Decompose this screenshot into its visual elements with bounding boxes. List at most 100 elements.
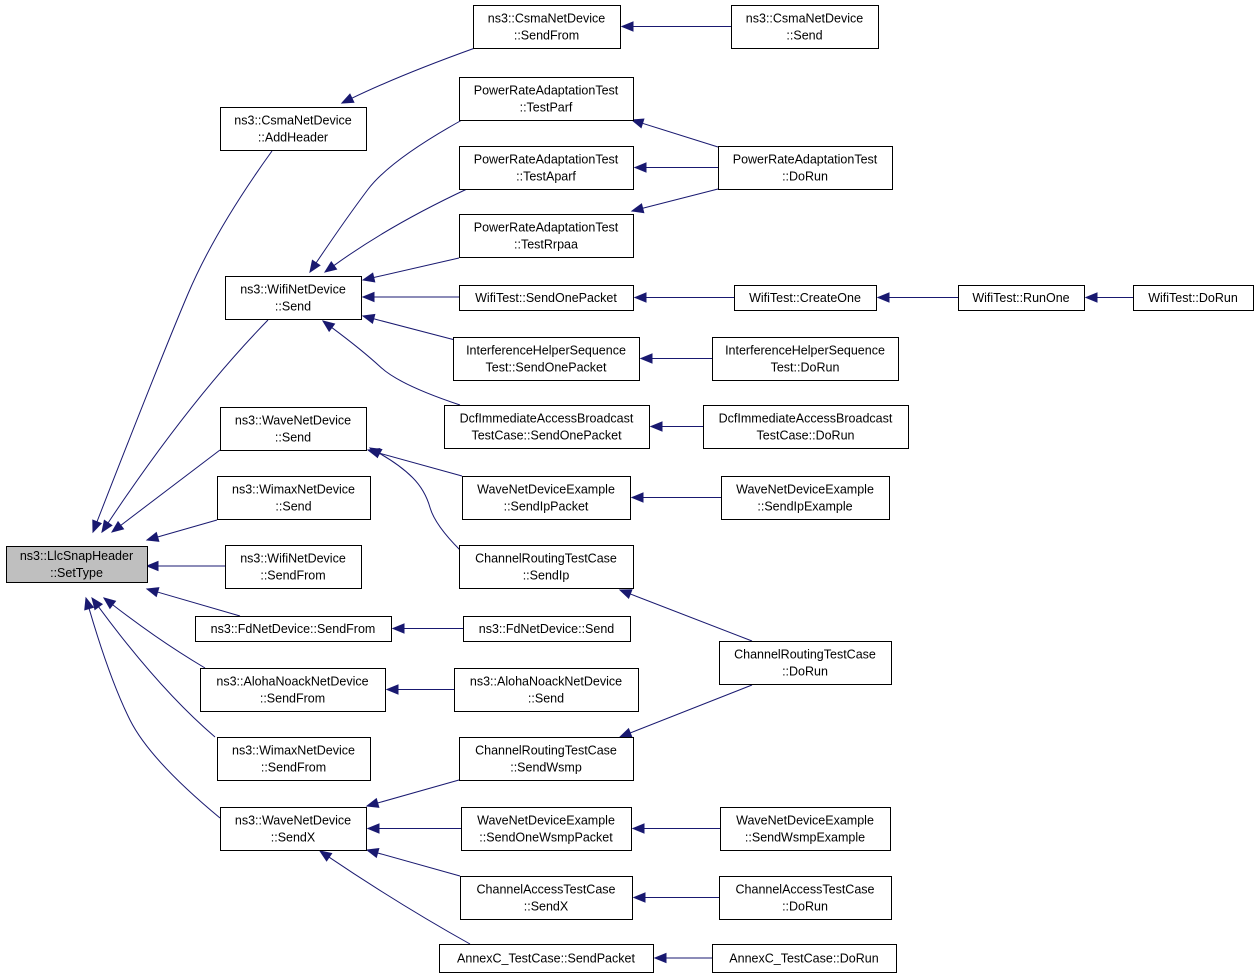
node-dcf-send[interactable]: DcfImmediateAccessBroadcastTestCase::Sen… [444,405,650,449]
node-box [444,405,650,449]
node-label-line: ::Send [275,500,311,514]
node-label-line: ns3::FdNetDevice::Send [479,622,615,636]
node-prat-dorun[interactable]: PowerRateAdaptationTest::DoRun [718,146,893,190]
node-box [6,546,148,583]
node-label-line: DcfImmediateAccessBroadcast [460,412,634,426]
node-prat-rrpaa[interactable]: PowerRateAdaptationTest::TestRrpaa [459,214,634,258]
node-box [459,77,634,121]
edge-arrowhead [323,261,338,273]
node-label-line: ChannelAccessTestCase [736,883,875,897]
node-wifi-sendfrom[interactable]: ns3::WifiNetDevice::SendFrom [225,545,362,589]
node-wifitest-runone[interactable]: WifiTest::RunOne [958,285,1085,311]
edge-arrowhead [102,597,117,610]
node-label-line: ::Send [786,29,822,43]
node-dcf-dorun[interactable]: DcfImmediateAccessBroadcastTestCase::DoR… [703,405,909,449]
node-label-line: WaveNetDeviceExample [477,483,615,497]
edge-arrowhead [145,531,160,542]
node-csma-addheader[interactable]: ns3::CsmaNetDevice::AddHeader [220,107,367,151]
node-label-line: ns3::CsmaNetDevice [746,12,863,26]
edge-line [112,604,206,669]
node-label-line: ::SendIpPacket [504,500,589,514]
node-crtc-dorun[interactable]: ChannelRoutingTestCase::DoRun [719,641,892,685]
edge-line [373,318,456,341]
node-wnde-sendipex[interactable]: WaveNetDeviceExample::SendIpExample [721,476,890,520]
call-edge-aloha_send-to-aloha_sendfrom [385,684,454,695]
node-label-line: ::SendX [271,831,316,845]
node-label-line: ::Send [275,431,311,445]
edge-line [315,119,463,264]
node-box [225,545,362,589]
node-csma-send[interactable]: ns3::CsmaNetDevice::Send [731,5,879,49]
edge-arrowhead [110,520,125,533]
node-catc-sendx[interactable]: ChannelAccessTestCase::SendX [460,876,633,920]
node-prat-parf[interactable]: PowerRateAdaptationTest::TestParf [459,77,634,121]
node-wifi-send[interactable]: ns3::WifiNetDevice::Send [225,276,362,320]
node-annexc-send[interactable]: AnnexC_TestCase::SendPacket [439,944,654,973]
node-label-line: ::SendFrom [514,29,579,43]
edge-arrowhead [365,797,380,808]
node-label-line: WaveNetDeviceExample [736,814,874,828]
node-box [720,807,891,851]
node-label-line: ::SendOneWsmpPacket [479,831,613,845]
node-box [453,337,640,381]
node-label-line: ::Send [275,300,311,314]
node-crtc-sendip[interactable]: ChannelRoutingTestCase::SendIp [459,545,634,589]
edge-line [157,519,218,538]
call-edge-wifitest_sendone-to-wifi_send [361,291,459,303]
node-llc-settype[interactable]: ns3::LlcSnapHeader::SetType [6,546,148,583]
node-fd-send[interactable]: ns3::FdNetDevice::Send [463,616,631,642]
edge-line [107,319,269,524]
node-wnde-sendwsmp[interactable]: WaveNetDeviceExample::SendOneWsmpPacket [461,807,632,851]
node-aloha-send[interactable]: ns3::AlohaNoackNetDevice::Send [454,668,639,712]
node-label-line: ::SendX [524,900,569,914]
edge-arrowhead [365,848,380,859]
node-box [225,276,362,320]
node-label-line: PowerRateAdaptationTest [474,221,619,235]
edge-line [96,150,273,522]
edge-line [98,606,216,738]
node-wimax-send[interactable]: ns3::WimaxNetDevice::Send [217,476,371,520]
edge-arrowhead [340,93,355,104]
node-catc-dorun[interactable]: ChannelAccessTestCase::DoRun [719,876,892,920]
call-edge-wimax_send-to-llc_settype [145,519,218,542]
node-crtc-sendwsmp[interactable]: ChannelRoutingTestCase::SendWsmp [459,737,634,781]
node-box [721,476,890,520]
node-wnde-sendwsmpex[interactable]: WaveNetDeviceExample::SendWsmpExample [720,807,891,851]
node-label-line: InterferenceHelperSequence [466,344,626,358]
node-box [220,407,367,451]
node-aloha-sendfrom[interactable]: ns3::AlohaNoackNetDevice::SendFrom [200,668,386,712]
node-ihs-send[interactable]: InterferenceHelperSequenceTest::SendOneP… [453,337,640,381]
node-label-line: ::TestParf [520,101,573,115]
call-edge-prat_parf-to-wifi_send [309,119,463,274]
node-box [712,337,899,381]
edge-arrowhead [633,292,647,303]
node-box [703,405,909,449]
edge-arrowhead [92,519,103,534]
node-wave-send[interactable]: ns3::WaveNetDevice::Send [220,407,367,451]
node-wnde-sendip[interactable]: WaveNetDeviceExample::SendIpPacket [462,476,631,520]
node-annexc-dorun[interactable]: AnnexC_TestCase::DoRun [712,944,897,973]
node-wave-sendx[interactable]: ns3::WaveNetDevice::SendX [220,807,367,851]
node-fd-sendfrom[interactable]: ns3::FdNetDevice::SendFrom [195,616,392,642]
node-box [463,616,631,642]
node-label-line: ns3::WifiNetDevice [240,552,346,566]
node-label-line: ns3::WifiNetDevice [240,283,346,297]
edge-arrowhead [145,560,159,572]
call-edge-annexc_dorun-to-annexc_send [653,952,712,964]
edge-line [88,608,221,819]
node-label-line: ::DoRun [782,665,828,679]
node-label-line: PowerRateAdaptationTest [474,84,619,98]
node-prat-aparf[interactable]: PowerRateAdaptationTest::TestAparf [459,146,634,190]
node-box [217,737,371,781]
node-wifitest-sendone[interactable]: WifiTest::SendOnePacket [459,285,634,311]
edge-arrowhead [620,21,634,32]
node-label-line: WifiTest::SendOnePacket [475,291,617,305]
node-csma-sendfrom[interactable]: ns3::CsmaNetDevice::SendFrom [473,5,621,49]
call-edge-wimax_sendfrom-to-llc_settype [91,596,216,738]
node-wimax-sendfrom[interactable]: ns3::WimaxNetDevice::SendFrom [217,737,371,781]
edge-line [377,852,461,877]
node-wifitest-create[interactable]: WifiTest::CreateOne [734,285,877,311]
node-wifitest-dorun[interactable]: WifiTest::DoRun [1133,285,1254,311]
